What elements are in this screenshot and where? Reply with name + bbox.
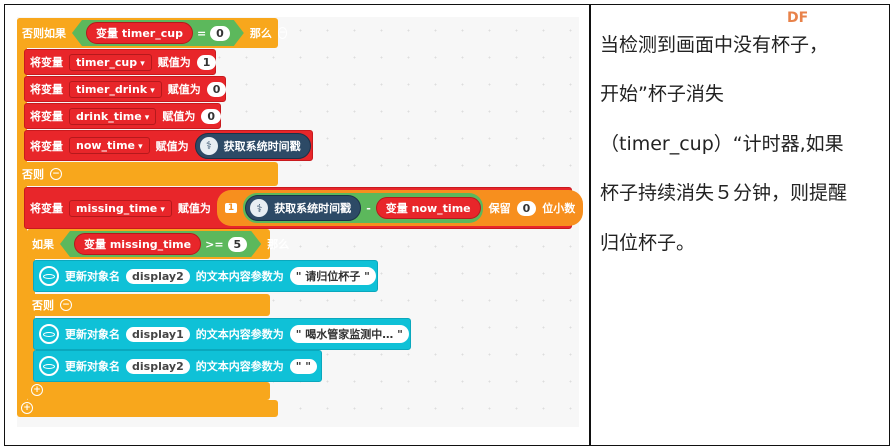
- var-label: 变量: [96, 27, 118, 40]
- set-label: 将变量: [30, 56, 63, 69]
- get-time-label: 获取系统时间戳: [274, 202, 352, 215]
- keep-label: 保留: [488, 202, 511, 215]
- then-label: 那么: [249, 27, 272, 40]
- update-label: 更新对象名: [65, 328, 120, 341]
- var-timer-cup[interactable]: 变量 timer_cup: [86, 22, 193, 44]
- number-input[interactable]: 0: [206, 81, 227, 97]
- update-text-block[interactable]: 更新对象名 display2 的文本内容参数为 " 请归位杯子 ": [33, 260, 378, 292]
- var-label: 变量: [385, 202, 408, 215]
- set-variable-block[interactable]: 将变量 timer_cup 赋值为 1: [24, 49, 217, 75]
- update-text-block[interactable]: 更新对象名 display2 的文本内容参数为 " ": [33, 350, 322, 382]
- text-param-label: 的文本内容参数为: [195, 328, 284, 341]
- variable-dropdown[interactable]: timer_drink: [69, 80, 162, 98]
- description-line: 归位杯子。: [600, 232, 696, 254]
- else-row[interactable]: 否则 −: [27, 294, 270, 316]
- set-label: 将变量: [30, 139, 63, 153]
- inner-if-footer: [27, 382, 270, 400]
- var-name: now_time: [411, 202, 471, 215]
- decimals-label: 位小数: [542, 202, 576, 215]
- number-input[interactable]: 5: [228, 237, 248, 252]
- python-icon: ⚕: [199, 136, 218, 155]
- get-timestamp-block[interactable]: ⚕ 获取系统时间戳: [245, 195, 362, 221]
- variable-dropdown[interactable]: missing_time: [69, 199, 172, 217]
- update-text-block[interactable]: 更新对象名 display1 的文本内容参数为 " 喝水管家监测中… ": [33, 318, 411, 350]
- outer-if-footer: [17, 400, 278, 417]
- compare-condition[interactable]: 变量 missing_time >= 5: [60, 231, 261, 257]
- description-line: 杯子持续消失５分钟，则提醒: [600, 182, 848, 204]
- display-icon: [39, 266, 59, 286]
- set-variable-block[interactable]: 将变量 now_time 赋值为 ⚕ 获取系统时间戳: [24, 130, 313, 161]
- variable-dropdown[interactable]: timer_cup: [69, 53, 152, 71]
- set-variable-block[interactable]: 将变量 timer_drink 赋值为 0: [24, 76, 227, 102]
- set-label: 将变量: [30, 83, 63, 96]
- set-label: 将变量: [30, 110, 63, 123]
- set-variable-block[interactable]: 将变量 drink_time 赋值为 0: [24, 103, 221, 129]
- description-line: 当检测到画面中没有杯子，: [600, 34, 829, 56]
- decimals-input[interactable]: 0: [516, 200, 537, 216]
- plus-circle-icon[interactable]: +: [31, 384, 43, 396]
- number-input[interactable]: 1: [196, 54, 217, 70]
- update-label: 更新对象名: [65, 360, 120, 373]
- subtract-block[interactable]: ⚕ 获取系统时间戳 - 变量 now_time: [243, 193, 483, 223]
- var-now-time[interactable]: 变量 now_time: [375, 197, 481, 219]
- if-header[interactable]: 如果 变量 missing_time >= 5 那么: [27, 229, 289, 259]
- plus-circle-icon[interactable]: +: [21, 402, 33, 414]
- elseif-label: 否则如果: [22, 27, 66, 40]
- else-row[interactable]: 否则 −: [17, 162, 278, 186]
- text-param-label: 的文本内容参数为: [195, 360, 284, 373]
- var-label: 变量: [84, 238, 106, 251]
- assign-label: 赋值为: [157, 56, 191, 69]
- text-input[interactable]: " ": [289, 358, 318, 374]
- table-divider: [589, 4, 591, 446]
- object-name-input[interactable]: display1: [126, 326, 190, 342]
- object-name-input[interactable]: display2: [126, 268, 190, 284]
- number-input[interactable]: 0: [201, 108, 221, 124]
- else-label: 否则: [22, 168, 44, 181]
- display-icon: [39, 356, 59, 376]
- object-name-input[interactable]: display2: [126, 358, 190, 374]
- text-param-label: 的文本内容参数为: [195, 270, 284, 283]
- description-line: （timer_cup）“计时器,如果: [600, 133, 844, 155]
- text-input[interactable]: " 喝水管家监测中… ": [289, 325, 409, 343]
- if-label: 如果: [32, 238, 54, 251]
- outer-if-rail: [17, 18, 27, 416]
- text-input[interactable]: " 请归位杯子 ": [289, 267, 376, 285]
- set-label: 将变量: [30, 202, 63, 215]
- number-input[interactable]: 0: [210, 26, 230, 41]
- var-name: missing_time: [109, 238, 192, 251]
- equals-condition[interactable]: 变量 timer_cup = 0: [72, 20, 244, 46]
- minus-circle-icon[interactable]: −: [277, 27, 288, 39]
- variable-dropdown[interactable]: drink_time: [69, 107, 157, 125]
- round-block[interactable]: 1 ⚕ 获取系统时间戳 - 变量 now_time 保留 0 位小数: [216, 190, 584, 226]
- description-line: 开始”杯子消失: [600, 83, 724, 105]
- ge-operator[interactable]: >=: [205, 237, 224, 251]
- elseif-header[interactable]: 否则如果 变量 timer_cup = 0 那么 −: [17, 18, 288, 48]
- minus-operator: -: [366, 201, 371, 215]
- set-missing-time-block[interactable]: 将变量 missing_time 赋值为 1 ⚕ 获取系统时间戳 - 变量 now…: [24, 187, 584, 229]
- var-missing-time[interactable]: 变量 missing_time: [74, 233, 201, 255]
- get-time-label: 获取系统时间戳: [223, 139, 301, 153]
- python-icon: ⚕: [250, 199, 269, 217]
- eq-operator[interactable]: =: [196, 26, 207, 40]
- watermark-logo: DF: [787, 10, 809, 26]
- get-timestamp-block[interactable]: ⚕ 获取系统时间戳: [194, 132, 311, 159]
- minus-circle-icon[interactable]: −: [50, 168, 62, 180]
- table-border: [4, 4, 890, 446]
- assign-label: 赋值为: [162, 110, 196, 123]
- assign-label: 赋值为: [155, 139, 189, 153]
- var-name: timer_cup: [121, 27, 183, 40]
- else-label: 否则: [32, 299, 54, 312]
- variable-dropdown[interactable]: now_time: [69, 137, 150, 154]
- assign-label: 赋值为: [177, 202, 211, 215]
- assign-label: 赋值为: [167, 83, 201, 96]
- round-icon: 1: [224, 203, 238, 213]
- then-label: 那么: [267, 238, 290, 251]
- update-label: 更新对象名: [65, 270, 120, 283]
- minus-circle-icon[interactable]: −: [60, 299, 72, 311]
- display-icon: [39, 324, 59, 344]
